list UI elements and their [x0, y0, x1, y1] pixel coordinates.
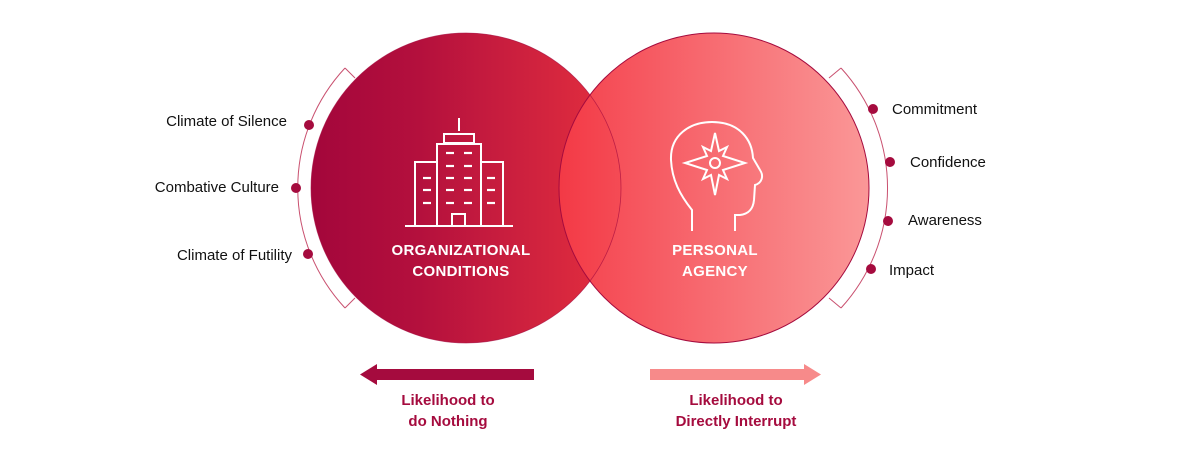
- label-line: Likelihood to: [401, 392, 495, 409]
- label-line: Directly Interrupt: [675, 413, 797, 430]
- overlap-outline: [310, 32, 622, 344]
- dot: [866, 264, 876, 274]
- factor-dots: [291, 104, 895, 274]
- personal-agency-title: PERSONAL AGENCY: [672, 240, 758, 282]
- left-arrow-label: Likelihood to do Nothing: [401, 390, 494, 432]
- factor-climate-of-silence: Climate of Silence: [166, 113, 287, 130]
- label-line: Likelihood to: [689, 392, 783, 409]
- dot: [883, 216, 893, 226]
- right-arrow: [650, 364, 821, 385]
- dot: [291, 183, 301, 193]
- factor-commitment: Commitment: [892, 101, 978, 118]
- head-compass-icon: [669, 120, 764, 231]
- factor-confidence: Confidence: [910, 154, 986, 171]
- factor-climate-of-futility: Climate of Futility: [176, 247, 292, 264]
- organizational-conditions-title: ORGANIZATIONAL CONDITIONS: [392, 240, 531, 282]
- title-line: CONDITIONS: [412, 263, 510, 280]
- organizational-conditions-circle: [311, 33, 621, 343]
- right-arrow-label: Likelihood to Directly Interrupt: [676, 390, 797, 432]
- left-arrow: [360, 364, 534, 385]
- title-line: AGENCY: [682, 263, 748, 280]
- label-line: do Nothing: [408, 413, 488, 430]
- building-icon: [405, 118, 513, 227]
- title-line: PERSONAL: [672, 242, 758, 259]
- dot: [304, 120, 314, 130]
- factor-combative-culture: Combative Culture: [154, 179, 279, 196]
- dot: [303, 249, 313, 259]
- factor-impact: Impact: [889, 262, 935, 279]
- factor-awareness: Awareness: [908, 212, 982, 229]
- title-line: ORGANIZATIONAL: [391, 242, 531, 259]
- dot: [885, 157, 895, 167]
- dot: [868, 104, 878, 114]
- right-bracket: [828, 67, 889, 309]
